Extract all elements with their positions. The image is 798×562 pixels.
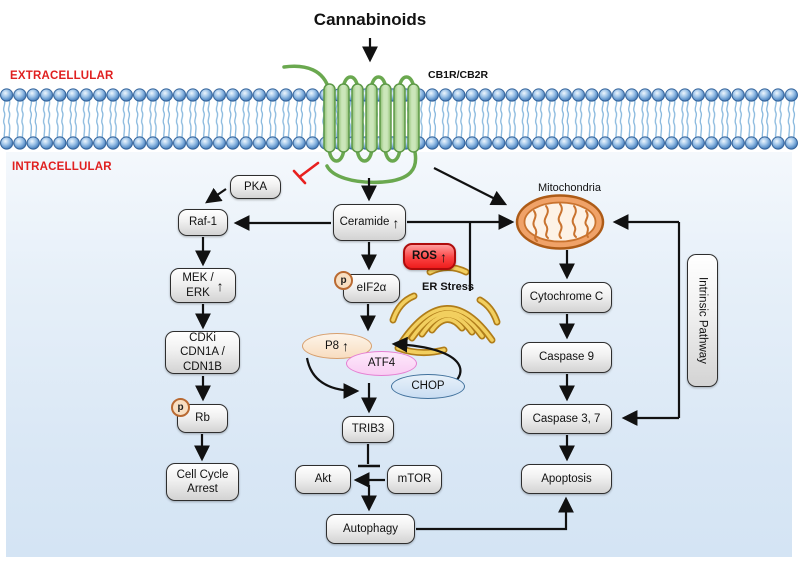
extracellular-label: EXTRACELLULAR	[10, 70, 114, 82]
node-atf4: ATF4	[346, 351, 417, 376]
ceramide-up-arrow-icon: ↑	[392, 214, 400, 231]
mitochondria-icon	[515, 194, 605, 250]
node-mtor: mTOR	[387, 465, 442, 494]
node-trib3: TRIB3	[342, 416, 394, 443]
node-ceramide: Ceramide ↑	[333, 204, 406, 241]
node-eif2a-label: eIF2α	[356, 282, 387, 295]
node-intrinsic-pathway-label: Intrinsic Pathway	[696, 277, 709, 364]
eif2a-phospho-badge: p	[334, 271, 353, 290]
receptor-label: CB1R/CB2R	[428, 69, 489, 81]
node-ceramide-label: Ceramide	[339, 216, 390, 229]
arrow-p8-to-trib3-curve	[305, 357, 360, 399]
arrow-pka-to-raf1	[205, 187, 227, 204]
node-cell-cycle-arrest: Cell Cycle Arrest	[166, 463, 239, 501]
node-caspase9-label: Caspase 9	[539, 351, 594, 364]
intracellular-label: INTRACELLULAR	[12, 161, 112, 173]
node-chop-label: CHOP	[411, 380, 445, 393]
node-mtor-label: mTOR	[397, 473, 432, 486]
node-caspase37: Caspase 3, 7	[521, 404, 612, 434]
er-icon	[389, 264, 501, 357]
rb-phospho-badge: p	[171, 398, 190, 417]
node-caspase9: Caspase 9	[521, 342, 612, 373]
arrow-receptor-to-mitochondria	[433, 167, 508, 206]
node-raf1: Raf-1	[178, 209, 228, 236]
node-apoptosis: Apoptosis	[521, 464, 612, 494]
node-akt-label: Akt	[314, 473, 332, 486]
inhibition-bar-icon	[292, 161, 320, 185]
cb-receptor-icon	[282, 64, 420, 185]
node-mek-erk: MEK / ERK ↑	[170, 268, 236, 303]
node-cdki: CDKi CDN1A / CDN1B	[165, 331, 240, 374]
node-raf1-label: Raf-1	[188, 216, 218, 229]
node-cytochrome-c: Cytochrome C	[521, 282, 612, 313]
node-cell-cycle-arrest-label: Cell Cycle Arrest	[176, 468, 229, 495]
node-cytochrome-c-label: Cytochrome C	[529, 291, 604, 304]
node-chop: CHOP	[391, 374, 465, 399]
node-akt: Akt	[295, 465, 351, 494]
node-cdki-label: CDKi CDN1A / CDN1B	[180, 331, 225, 373]
arrow-autophagy-to-apoptosis	[416, 496, 574, 531]
p8-up-arrow-icon: ↑	[342, 338, 350, 354]
node-intrinsic-pathway: Intrinsic Pathway	[687, 254, 718, 387]
node-ros-label: ROS	[412, 250, 437, 263]
node-pka: PKA	[230, 175, 281, 199]
node-atf4-label: ATF4	[367, 357, 396, 370]
node-autophagy: Autophagy	[326, 514, 415, 544]
node-rb-label: Rb	[195, 412, 210, 425]
node-p8-label: P8	[324, 339, 340, 352]
node-ros: ROS ↑	[403, 243, 456, 270]
mitochondria-label: Mitochondria	[538, 182, 601, 194]
node-caspase37-label: Caspase 3, 7	[532, 412, 601, 425]
node-autophagy-label: Autophagy	[343, 522, 398, 535]
node-apoptosis-label: Apoptosis	[541, 472, 592, 485]
node-trib3-label: TRIB3	[351, 423, 385, 436]
node-pka-label: PKA	[243, 180, 267, 193]
er-stress-label: ER Stress	[422, 281, 474, 293]
node-mek-erk-label: MEK / ERK	[182, 272, 214, 299]
ros-up-arrow-icon: ↑	[439, 248, 447, 265]
mek-erk-up-arrow-icon: ↑	[216, 277, 224, 294]
diagram-title: Cannabinoids	[313, 10, 427, 29]
